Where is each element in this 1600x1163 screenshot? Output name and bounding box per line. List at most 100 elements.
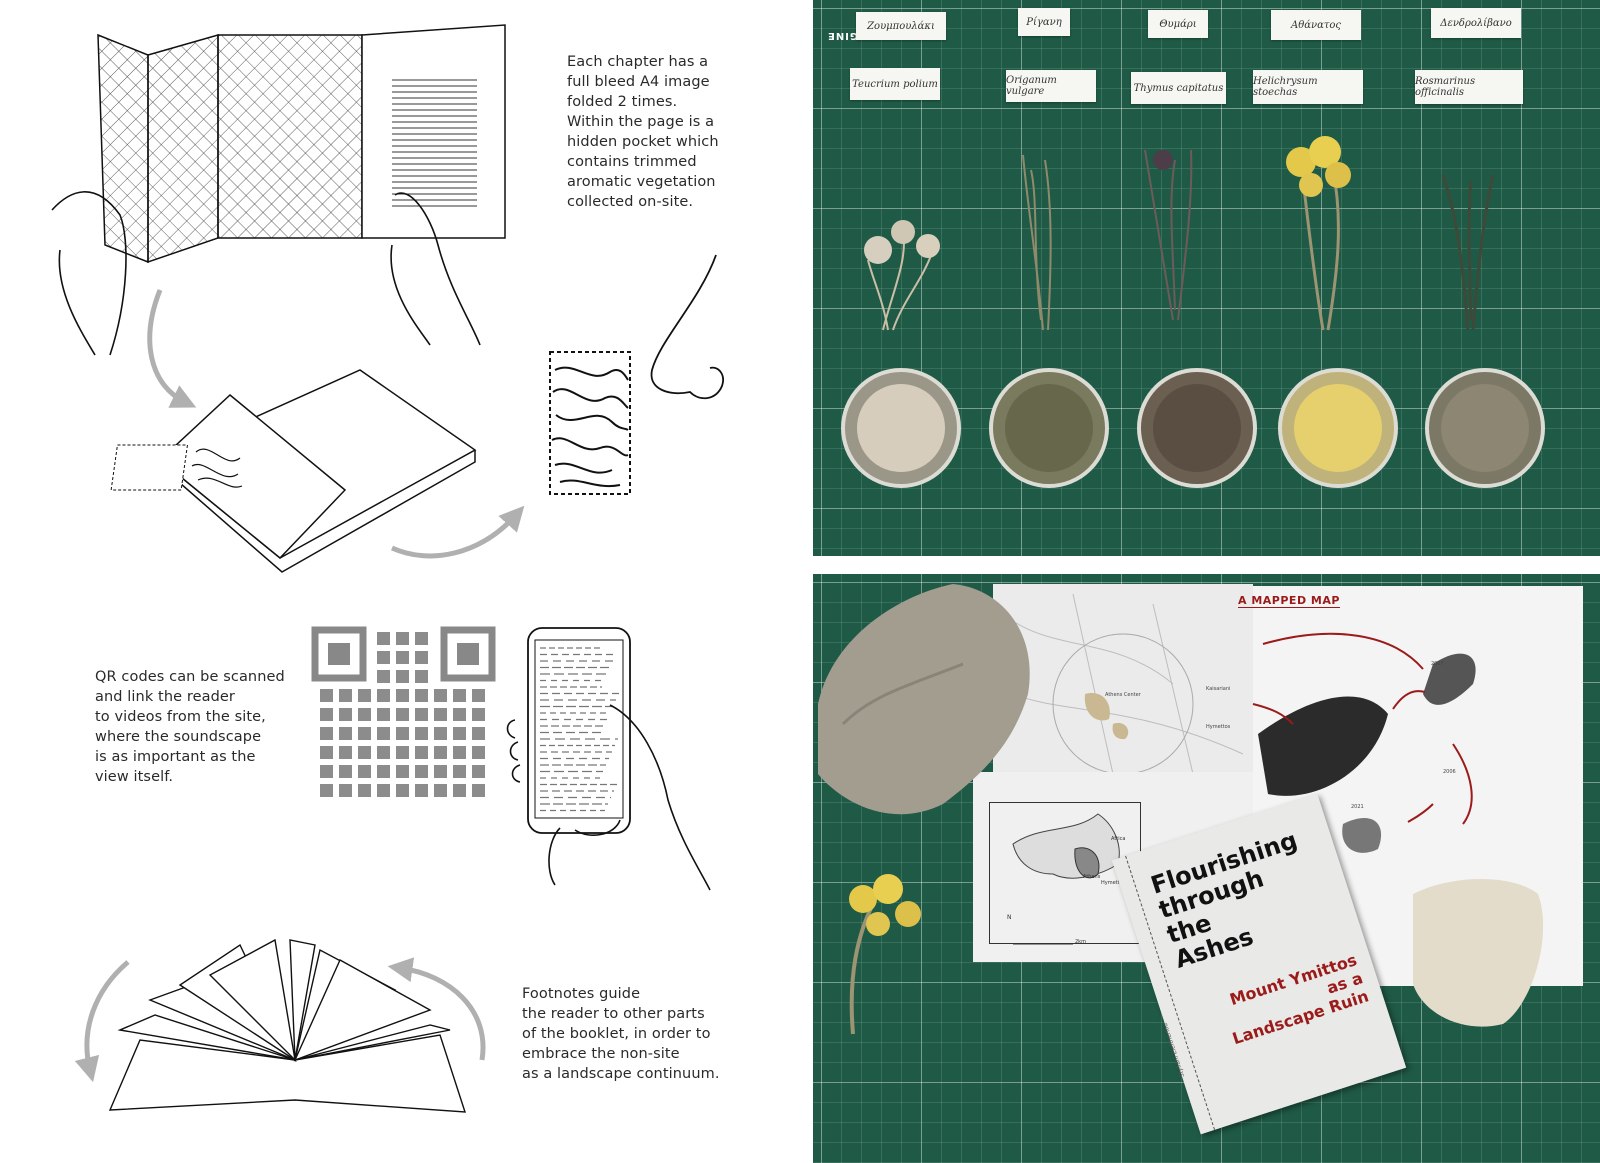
nose-drawing (650, 254, 724, 400)
qr-module (472, 746, 485, 759)
open-book-drawing (108, 938, 466, 1113)
qr-module (434, 784, 447, 797)
qr-module (453, 746, 466, 759)
qr-module (377, 670, 390, 683)
qr-module (453, 765, 466, 778)
qr-module (377, 689, 390, 702)
qr-module (339, 708, 352, 721)
phone-drawing (506, 627, 711, 891)
qr-module (377, 632, 390, 645)
small-map-label-2: Hymettos (1101, 880, 1126, 886)
map-sheet-drawing (1002, 593, 1476, 853)
map-place-2: Kaisariani (1206, 686, 1231, 692)
grey-rock (818, 584, 1030, 815)
herb-label-latin-1: Teucrium polium (850, 68, 940, 100)
bundle-teucrium (864, 220, 940, 331)
qr-module (320, 708, 333, 721)
pocket-card-drawing (549, 351, 631, 495)
qr-module (472, 689, 485, 702)
qr-module (320, 746, 333, 759)
qr-module (358, 746, 371, 759)
qr-module (377, 746, 390, 759)
qr-module (472, 708, 485, 721)
qr-module (358, 784, 371, 797)
qr-module (396, 727, 409, 740)
booklet-title: Flourishing through the Ashes (1147, 826, 1325, 974)
qr-module (472, 784, 485, 797)
qr-module (415, 784, 428, 797)
qr-module (415, 765, 428, 778)
qr-module (472, 765, 485, 778)
illustration-area (51, 24, 724, 1113)
bundle-helichrysum (1286, 136, 1351, 331)
small-map-label-1: Athens (1083, 874, 1101, 880)
small-map-label-3: Attica (1111, 836, 1126, 842)
herb-label-greek-3: Θυμάρι (1148, 10, 1208, 38)
qr-module (415, 689, 428, 702)
qr-module (396, 784, 409, 797)
small-map-north: N (1007, 914, 1012, 921)
qr-module (377, 708, 390, 721)
map-year-1: 2007 (1431, 661, 1444, 667)
map-year-2: 2006 (1443, 769, 1456, 775)
footnotes-caption: Footnotes guide the reader to other part… (522, 986, 720, 1082)
qr-module (396, 670, 409, 683)
herb-label-greek-2: Ρίγανη (1018, 8, 1070, 36)
qr-module (358, 727, 371, 740)
qr-module (396, 765, 409, 778)
qr-module (396, 651, 409, 664)
qr-caption: QR codes can be scanned and link the rea… (95, 669, 285, 785)
qr-module (339, 765, 352, 778)
booklet-photo: A MAPPED MAP Athens Center Kaisariani Hy… (813, 574, 1600, 1163)
qr-module (377, 727, 390, 740)
map-sheet-title: A MAPPED MAP (1238, 594, 1340, 608)
herb-label-greek-1: Ζουμπουλάκι (856, 12, 946, 40)
herb-label-greek-5: Δενδρολίβανο (1431, 8, 1521, 38)
map-place-3: Hymettos (1206, 724, 1231, 730)
qr-module (358, 765, 371, 778)
qr-module (415, 708, 428, 721)
booklet-pocket-drawing (110, 369, 477, 573)
folded-sheet-drawing (51, 24, 506, 356)
qr-module (434, 746, 447, 759)
qr-module (358, 708, 371, 721)
qr-module (415, 632, 428, 645)
qr-module (377, 651, 390, 664)
herb-specimens (841, 136, 1545, 488)
qr-module (434, 727, 447, 740)
qr-module (377, 784, 390, 797)
qr-module (434, 708, 447, 721)
qr-module (415, 651, 428, 664)
herb-label-greek-4: Αθάνατος (1271, 10, 1361, 40)
qr-module (320, 689, 333, 702)
qr-module (415, 746, 428, 759)
qr-module (396, 689, 409, 702)
map-place-1: Athens Center (1105, 692, 1141, 698)
qr-code-drawing (311, 626, 496, 797)
herb-label-latin-3: Thymus capitatus (1131, 72, 1226, 104)
bundle-rosmarinus (1441, 174, 1495, 331)
qr-module (320, 765, 333, 778)
qr-module (339, 746, 352, 759)
qr-module (339, 727, 352, 740)
small-map-scale: 2km (1075, 939, 1086, 945)
qr-module (453, 708, 466, 721)
herb-label-latin-4: Helichrysum stoechas (1253, 70, 1363, 104)
qr-module (453, 784, 466, 797)
qr-module (396, 708, 409, 721)
qr-module (396, 632, 409, 645)
qr-module (320, 784, 333, 797)
qr-module (358, 689, 371, 702)
bundle-thymus (1144, 149, 1193, 321)
herbs-photo: IMAGINE Ζουμπουλάκι Ρίγανη Θυμάρι Αθάνατ… (813, 0, 1600, 556)
qr-module (415, 727, 428, 740)
qr-module (434, 689, 447, 702)
map-year-3: 2021 (1351, 804, 1364, 810)
qr-module (339, 689, 352, 702)
qr-module (453, 689, 466, 702)
qr-module (396, 746, 409, 759)
qr-module (453, 727, 466, 740)
herb-label-latin-2: Origanum vulgare (1006, 70, 1096, 102)
map-sheet (993, 584, 1253, 784)
rocks-and-flowers (818, 584, 1544, 1035)
